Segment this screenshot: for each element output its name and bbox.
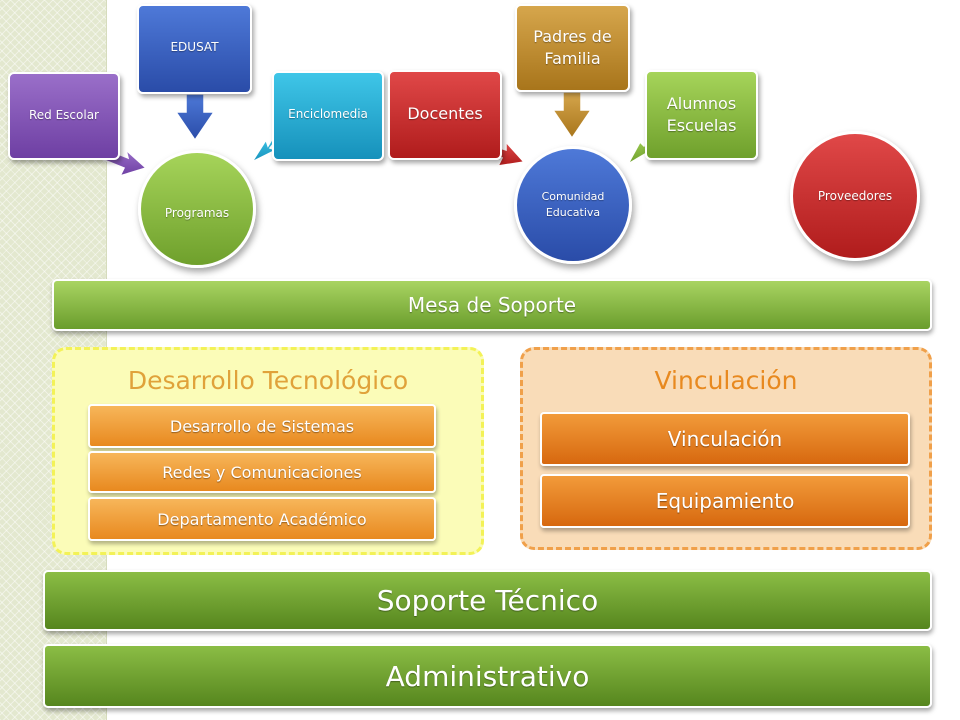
vinculacion-item-2: Equipamiento [540,474,910,528]
arrow-padres [551,91,593,140]
proveedores-label: Proveedores [817,189,893,203]
docentes-box: Docentes [388,70,502,160]
programas-label: Programas [164,206,230,220]
proveedores-circle: Proveedores [790,131,920,261]
red-escolar-box: Red Escolar [8,72,120,160]
desarrollo-item-2: Redes y Comunicaciones [88,451,436,493]
enciclomedia-box: Enciclomedia [272,71,384,161]
desarrollo-item-3: Departamento Académico [88,497,436,541]
mesa-de-soporte-bar: Mesa de Soporte [52,279,932,331]
desarrollo-item-2-label: Redes y Comunicaciones [162,462,362,482]
soporte-tecnico-label: Soporte Técnico [376,584,599,617]
vinculacion-item-2-label: Equipamiento [655,489,795,513]
soporte-tecnico-bar: Soporte Técnico [43,570,932,631]
desarrollo-item-3-label: Departamento Académico [157,509,367,529]
red-escolar-label: Red Escolar [28,108,99,122]
comunidad-circle: Comunidad Educativa [514,146,632,264]
programas-circle: Programas [138,150,256,268]
desarrollo-title: Desarrollo Tecnológico [127,366,409,395]
padres-label: Padres de Familia [533,27,612,68]
arrow-edusat [174,93,216,142]
vinculacion-title: Vinculación [654,366,798,395]
edusat-label: EDUSAT [170,40,219,54]
vinculacion-item-1: Vinculación [540,412,910,466]
comunidad-label: Comunidad Educativa [541,189,605,220]
alumnos-box: Alumnos Escuelas [645,70,758,160]
mesa-de-soporte-label: Mesa de Soporte [407,293,577,317]
desarrollo-item-1: Desarrollo de Sistemas [88,404,436,448]
desarrollo-item-1-label: Desarrollo de Sistemas [169,416,355,436]
enciclomedia-label: Enciclomedia [288,107,368,121]
padres-box: Padres de Familia [515,4,630,92]
docentes-label: Docentes [407,104,483,123]
administrativo-label: Administrativo [385,659,590,693]
alumnos-label: Alumnos Escuelas [666,94,737,135]
edusat-box: EDUSAT [137,4,252,94]
administrativo-bar: Administrativo [43,644,932,708]
vinculacion-item-1-label: Vinculación [667,427,783,451]
